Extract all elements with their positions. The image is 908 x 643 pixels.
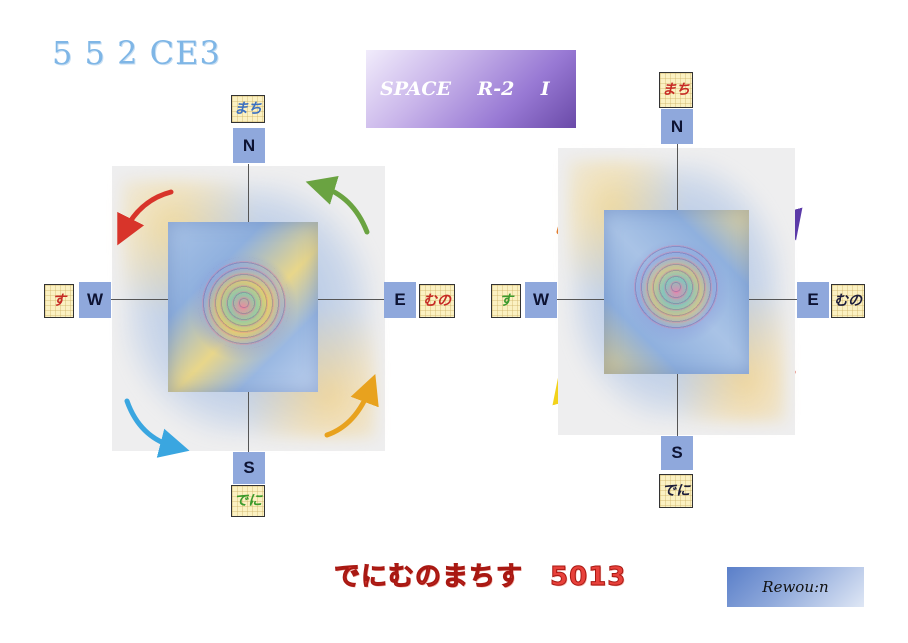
left-axis-west <box>110 299 168 300</box>
left-axis-north <box>248 164 249 222</box>
right-south-label: S <box>661 436 693 470</box>
left-east-kana: むの <box>419 284 455 318</box>
left-south-label: S <box>233 452 265 484</box>
left-north-kana: まち <box>231 95 265 123</box>
left-arrow-bottom-right <box>324 373 379 438</box>
right-west-label: W <box>525 282 557 318</box>
page-title: 5 5 2 CE3 <box>52 34 221 72</box>
left-diagram-ripple <box>198 257 290 349</box>
footer-caption: でにむのまちす 5013 <box>333 562 627 593</box>
right-diagram-core <box>604 210 749 374</box>
credit-badge: Rewou:n <box>727 567 864 607</box>
right-diagram-ripple <box>631 242 721 332</box>
right-axis-south <box>677 374 678 436</box>
right-axis-west <box>556 299 604 300</box>
left-axis-east <box>318 299 384 300</box>
left-arrow-top-left <box>117 189 174 246</box>
right-north-label: N <box>661 109 693 144</box>
right-east-kana: むの <box>831 284 865 318</box>
right-north-kana: まち <box>659 72 693 108</box>
left-axis-south <box>248 392 249 452</box>
right-south-kana: でに <box>659 474 693 508</box>
left-arrow-top-right <box>305 176 370 235</box>
left-west-kana: す <box>44 284 74 318</box>
right-axis-north <box>677 144 678 210</box>
right-axis-east <box>749 299 797 300</box>
left-west-label: W <box>79 282 111 318</box>
left-north-label: N <box>233 128 265 163</box>
left-diagram-core <box>168 222 318 392</box>
right-east-label: E <box>797 282 829 318</box>
space-banner: SPACE R-2 I <box>366 50 576 128</box>
left-south-kana: でに <box>231 485 265 517</box>
left-arrow-bottom-left <box>124 398 190 458</box>
right-west-kana: す <box>491 284 521 318</box>
left-east-label: E <box>384 282 416 318</box>
